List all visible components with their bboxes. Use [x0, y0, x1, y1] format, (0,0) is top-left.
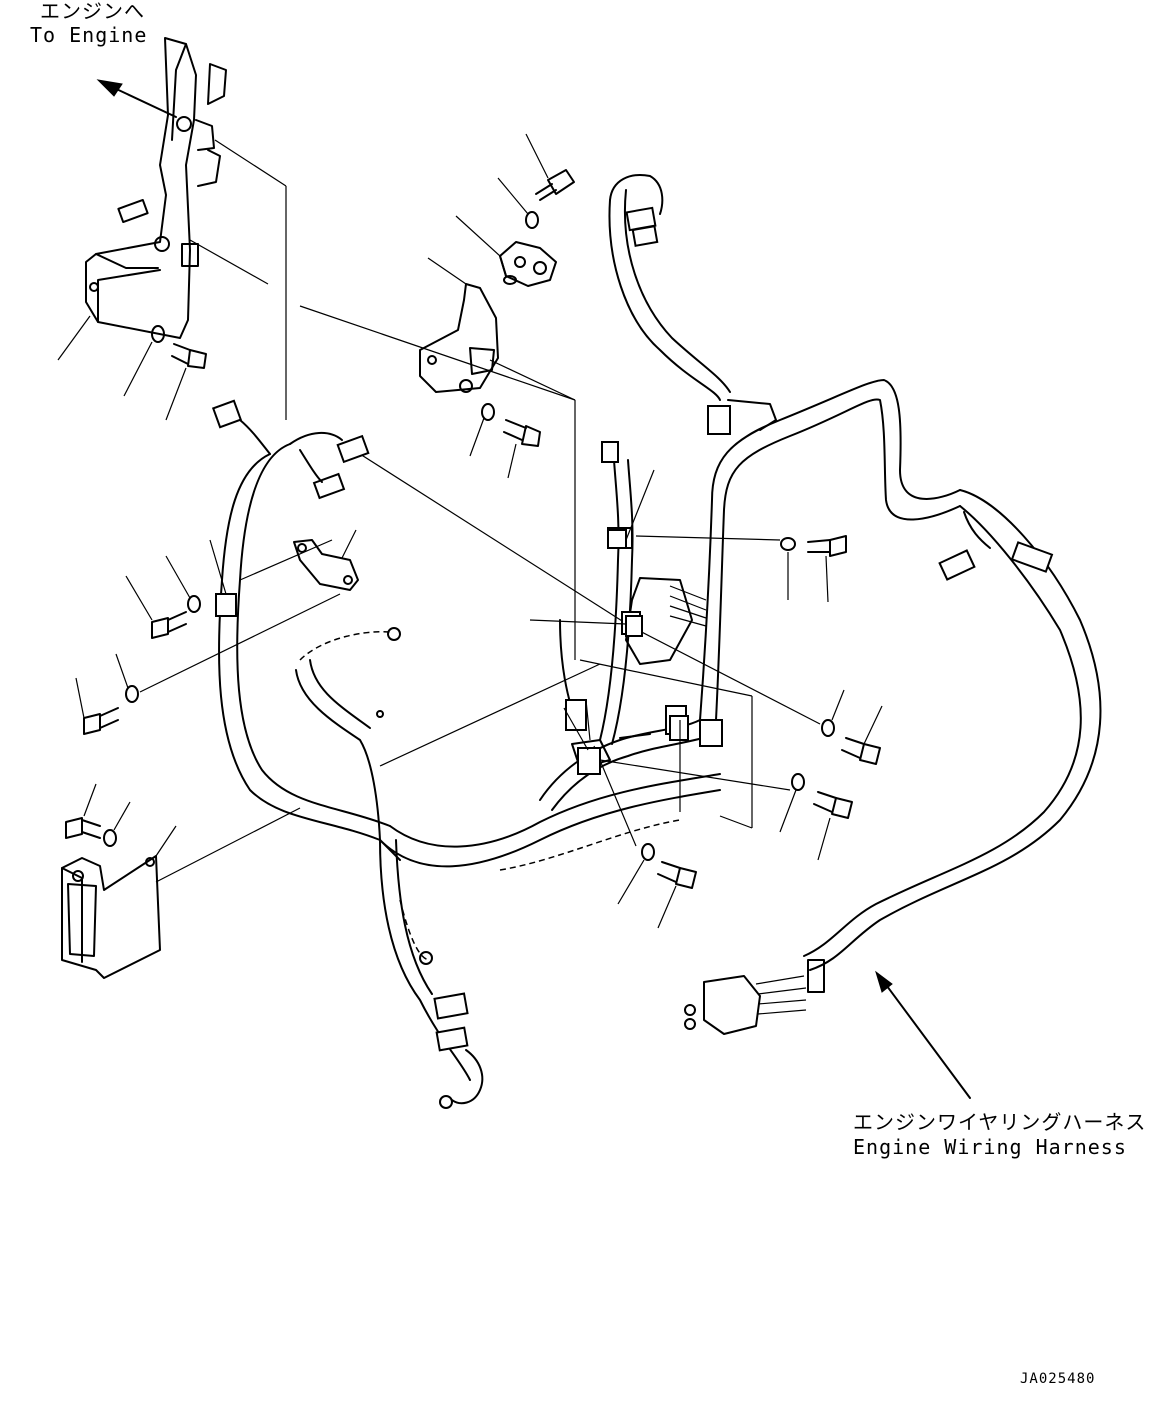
- to-engine-arrow: [96, 79, 177, 118]
- connector-right: [938, 511, 1054, 581]
- bolt-right-lower: [779, 773, 853, 861]
- harness-label-en: Engine Wiring Harness: [853, 1135, 1127, 1159]
- to-engine-label-ja: エンジンへ: [40, 0, 145, 23]
- drawing-code: JA025480: [1020, 1371, 1096, 1387]
- bolt-clamp: [125, 555, 201, 639]
- harness-label-ja: エンジンワイヤリングハーネス: [853, 1110, 1147, 1134]
- lower-cover: [61, 825, 177, 979]
- bolt-top: [525, 133, 575, 201]
- connector-upper-loop: [625, 206, 777, 435]
- leader-bracket-left: [57, 315, 91, 361]
- to-engine-label-en: To Engine: [30, 23, 148, 47]
- bolt-right-upper: [780, 535, 847, 603]
- bolt-left-upper: [165, 343, 207, 421]
- connector-upper-left: [211, 399, 370, 500]
- relay-bracket: [419, 257, 499, 393]
- harness-clamps: [209, 469, 689, 812]
- harness-leader-arrow: [875, 970, 971, 1099]
- bolt-center-lower: [617, 843, 697, 929]
- connector-harness-end: [684, 959, 825, 1035]
- main-wiring-harness: [218, 174, 1102, 1081]
- bolt-right-middle: [821, 689, 883, 765]
- clamp-bracket: [293, 529, 359, 591]
- assembly-leader-lines: [139, 139, 821, 883]
- washer-left-upper: [123, 325, 165, 397]
- bolt-relay: [503, 419, 541, 479]
- bolt-left-middle: [75, 653, 139, 735]
- connector-lower-center: [376, 627, 484, 1109]
- bolt-cover: [65, 783, 131, 847]
- engine-bracket: [85, 37, 227, 339]
- washer-relay: [469, 403, 495, 457]
- washer-top: [497, 177, 539, 229]
- relay-unit: [455, 215, 557, 287]
